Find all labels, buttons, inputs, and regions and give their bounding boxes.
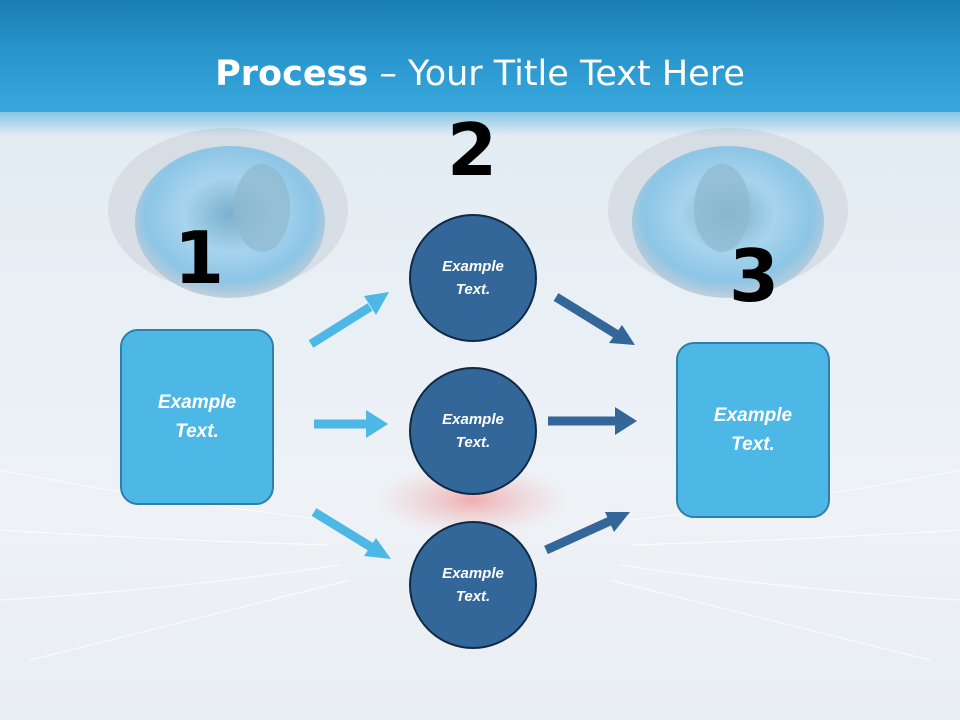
step-number-3: 3 (728, 234, 780, 318)
circle-bottom: Example Text. (409, 521, 537, 649)
circle-top: Example Text. (409, 214, 537, 342)
title-bold: Process (215, 54, 369, 94)
arrow-top-to-right (553, 293, 635, 345)
title-rest: – Your Title Text Here (368, 54, 745, 94)
title-bar (0, 0, 960, 112)
arrow-left-to-middle (314, 410, 388, 438)
title-bar-fade (0, 112, 960, 136)
slide-title: Process – Your Title Text Here (0, 52, 960, 96)
step-number-1: 1 (173, 216, 225, 300)
arrow-left-to-top (308, 292, 389, 348)
right-box: Example Text. (676, 342, 830, 518)
right-eye-pupil (694, 164, 750, 252)
right-box-text: Example Text. (713, 405, 793, 455)
nose (374, 464, 570, 536)
left-box: Example Text. (120, 329, 274, 505)
left-eye-pupil (234, 164, 290, 252)
circle-bottom-text: Example Text. (442, 565, 504, 605)
arrow-middle-to-right (548, 407, 637, 435)
step-number-2: 2 (446, 108, 498, 192)
left-box-text: Example Text. (157, 392, 237, 442)
circle-middle: Example Text. (409, 367, 537, 495)
arrow-bottom-to-right (544, 512, 630, 555)
whiskers (0, 469, 960, 661)
circle-middle-text: Example Text. (442, 411, 504, 451)
arrow-left-to-bottom (311, 508, 391, 559)
circle-top-text: Example Text. (442, 258, 504, 298)
